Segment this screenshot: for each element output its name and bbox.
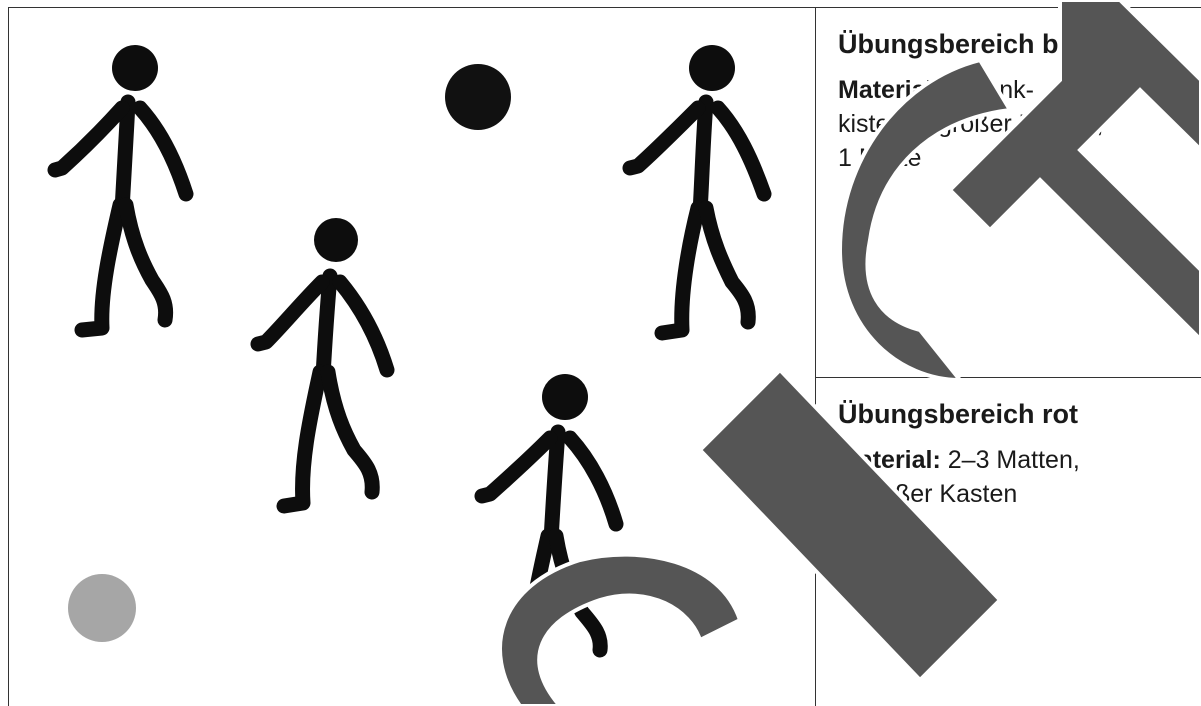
material-label: Material: (838, 76, 941, 104)
stick-figure (630, 45, 764, 333)
station-red: Übungsbereich rot Material: 2–3 Matten, … (838, 397, 1198, 511)
material-label: Material: (838, 446, 941, 474)
station-blue-material: Material: 3 Bank- kisten, 1 großer Kaste… (838, 73, 1198, 175)
material-line: 3 Bank- (948, 76, 1034, 104)
stick-figure (55, 45, 186, 330)
grey-ball (68, 574, 136, 642)
station-red-material: Material: 2–3 Matten, 1 großer Kasten (838, 443, 1198, 511)
stick-figure (258, 218, 387, 506)
scene-illustration (0, 0, 816, 706)
stick-figure (482, 374, 616, 664)
station-blue: Übungsbereich blau Material: 3 Bank- kis… (838, 27, 1198, 175)
material-line: 1 großer Kasten (838, 480, 1017, 508)
station-blue-heading: Übungsbereich blau (838, 27, 1198, 61)
station-red-heading: Übungsbereich rot (838, 397, 1198, 431)
info-divider (816, 377, 1201, 378)
black-ball (445, 64, 511, 130)
material-line: 2–3 Matten, (948, 446, 1080, 474)
material-line: kisten, 1 großer Kasten, (838, 110, 1103, 138)
material-line: 1 Matte (838, 144, 921, 172)
